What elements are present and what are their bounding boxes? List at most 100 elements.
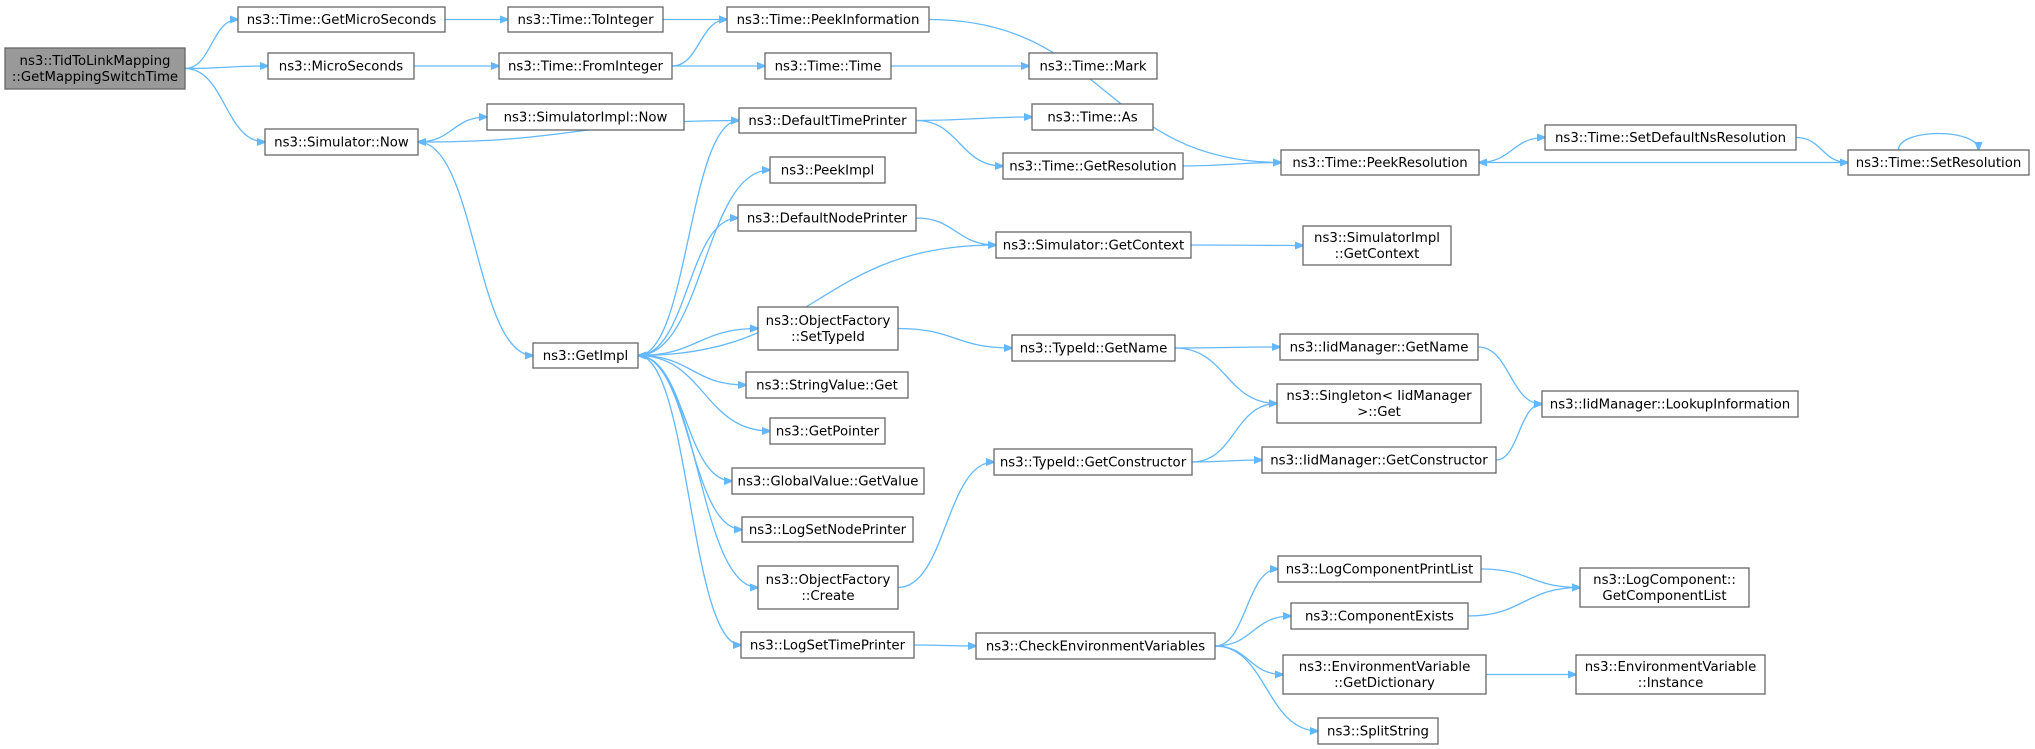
node-setdefns[interactable]: ns3::Time::SetDefaultNsResolution bbox=[1544, 124, 1797, 151]
node-logcpl[interactable]: ns3::LogComponentPrintList bbox=[1277, 555, 1482, 583]
node-fromint[interactable]: ns3::Time::FromInteger bbox=[498, 52, 673, 80]
node-getres[interactable]: ns3::Time::GetResolution bbox=[1002, 152, 1184, 180]
node-box[interactable] bbox=[1277, 555, 1482, 583]
node-microsec[interactable]: ns3::MicroSeconds bbox=[267, 52, 415, 80]
node-box[interactable] bbox=[1575, 654, 1766, 695]
node-box[interactable] bbox=[995, 231, 1192, 259]
node-implgetctx[interactable]: ns3::SimulatorImpl::GetContext bbox=[1302, 225, 1452, 266]
node-gvget[interactable]: ns3::GlobalValue::GetValue bbox=[731, 467, 925, 495]
node-box[interactable] bbox=[741, 516, 914, 543]
node-box[interactable] bbox=[1317, 717, 1439, 745]
node-box[interactable] bbox=[1282, 654, 1487, 695]
node-box[interactable] bbox=[738, 107, 917, 134]
node-tidgetctor[interactable]: ns3::TypeId::GetConstructor bbox=[993, 448, 1193, 476]
node-label: ns3::Time::SetResolution bbox=[1856, 156, 2022, 171]
node-box[interactable] bbox=[740, 631, 915, 659]
edge-root-to-simnow bbox=[184, 67, 265, 143]
node-timetime[interactable]: ns3::Time::Time bbox=[764, 52, 892, 80]
node-box[interactable] bbox=[1847, 149, 2030, 176]
node-box[interactable] bbox=[1579, 567, 1750, 608]
node-box[interactable] bbox=[1544, 124, 1797, 151]
node-mark[interactable]: ns3::Time::Mark bbox=[1028, 52, 1158, 80]
node-getptr[interactable]: ns3::GetPointer bbox=[769, 417, 886, 445]
edge-deftp-to-getres bbox=[915, 119, 1003, 167]
node-tidgetname[interactable]: ns3::TypeId::GetName bbox=[1011, 334, 1176, 362]
node-getmicro[interactable]: ns3::Time::GetMicroSeconds bbox=[237, 6, 446, 33]
node-box[interactable] bbox=[267, 52, 415, 80]
node-as[interactable]: ns3::Time::As bbox=[1031, 103, 1154, 131]
node-box[interactable] bbox=[993, 448, 1193, 476]
node-simnow[interactable]: ns3::Simulator::Now bbox=[264, 128, 419, 156]
node-label: ns3::GetImpl bbox=[543, 349, 628, 364]
node-getimpl[interactable]: ns3::GetImpl bbox=[532, 342, 639, 369]
node-iidgetname[interactable]: ns3::IidManager::GetName bbox=[1279, 333, 1479, 361]
edge-fromint-to-peekinfo bbox=[671, 20, 727, 67]
node-iidgetctor[interactable]: ns3::IidManager::GetConstructor bbox=[1261, 446, 1497, 474]
edges-layer bbox=[184, 20, 1979, 732]
node-box[interactable] bbox=[769, 156, 886, 184]
node-checkenv[interactable]: ns3::CheckEnvironmentVariables bbox=[975, 632, 1216, 660]
node-label: ns3::LogSetTimePrinter bbox=[750, 639, 906, 654]
node-box[interactable] bbox=[507, 6, 664, 33]
node-peekres[interactable]: ns3::Time::PeekResolution bbox=[1280, 149, 1480, 176]
node-box[interactable] bbox=[1541, 390, 1799, 418]
node-box[interactable] bbox=[1028, 52, 1158, 80]
edge-setdefns-to-setres bbox=[1795, 136, 1848, 163]
node-box[interactable] bbox=[764, 52, 892, 80]
node-label: ns3::StringValue::Get bbox=[756, 379, 898, 394]
node-box[interactable] bbox=[237, 6, 446, 33]
node-strget[interactable]: ns3::StringValue::Get bbox=[745, 371, 909, 399]
node-box[interactable] bbox=[745, 371, 909, 399]
edge-getres-to-peekres bbox=[1182, 163, 1281, 167]
node-label: ns3::LogComponent:: bbox=[1593, 573, 1736, 588]
node-box[interactable] bbox=[1279, 333, 1479, 361]
node-root[interactable]: ns3::TidToLinkMapping::GetMappingSwitchT… bbox=[4, 47, 186, 90]
node-label: GetComponentList bbox=[1602, 589, 1726, 604]
node-box[interactable] bbox=[1290, 602, 1469, 630]
edge-getimpl-to-getptr bbox=[637, 354, 770, 432]
node-box[interactable] bbox=[731, 467, 925, 495]
node-lcgetlist[interactable]: ns3::LogComponent::GetComponentList bbox=[1579, 567, 1750, 608]
node-envinst[interactable]: ns3::EnvironmentVariable::Instance bbox=[1575, 654, 1766, 695]
node-box[interactable] bbox=[726, 6, 930, 33]
node-box[interactable] bbox=[532, 342, 639, 369]
edge-getimpl-to-peekimpl bbox=[637, 170, 770, 357]
node-peekinfo[interactable]: ns3::Time::PeekInformation bbox=[726, 6, 930, 33]
node-box[interactable] bbox=[757, 565, 899, 610]
node-ofcreate[interactable]: ns3::ObjectFactory::Create bbox=[757, 565, 899, 610]
node-simgetctx[interactable]: ns3::Simulator::GetContext bbox=[995, 231, 1192, 259]
node-box[interactable] bbox=[769, 417, 886, 445]
node-compexists[interactable]: ns3::ComponentExists bbox=[1290, 602, 1469, 630]
node-ofsettype[interactable]: ns3::ObjectFactory::SetTypeId bbox=[757, 306, 899, 351]
node-box[interactable] bbox=[1280, 149, 1480, 176]
edge-checkenv-to-splitstr bbox=[1214, 645, 1318, 731]
node-box[interactable] bbox=[1302, 225, 1452, 266]
node-envgetdict[interactable]: ns3::EnvironmentVariable::GetDictionary bbox=[1282, 654, 1487, 695]
node-box[interactable] bbox=[1261, 446, 1497, 474]
node-peekimpl[interactable]: ns3::PeekImpl bbox=[769, 156, 886, 184]
node-box[interactable] bbox=[1011, 334, 1176, 362]
node-box[interactable] bbox=[1031, 103, 1154, 131]
node-box[interactable] bbox=[1276, 383, 1482, 424]
node-implnow[interactable]: ns3::SimulatorImpl::Now bbox=[486, 103, 685, 131]
edge-logcpl-to-lcgetlist bbox=[1480, 568, 1580, 588]
node-box[interactable] bbox=[264, 128, 419, 156]
node-defnp[interactable]: ns3::DefaultNodePrinter bbox=[737, 204, 917, 232]
node-setres[interactable]: ns3::Time::SetResolution bbox=[1847, 149, 2030, 176]
node-deftp[interactable]: ns3::DefaultTimePrinter bbox=[738, 107, 917, 134]
node-box[interactable] bbox=[1002, 152, 1184, 180]
node-box[interactable] bbox=[757, 306, 899, 351]
node-box[interactable] bbox=[4, 47, 186, 90]
node-box[interactable] bbox=[498, 52, 673, 80]
node-tointeger[interactable]: ns3::Time::ToInteger bbox=[507, 6, 664, 33]
node-splitstr[interactable]: ns3::SplitString bbox=[1317, 717, 1439, 745]
node-logsnp[interactable]: ns3::LogSetNodePrinter bbox=[741, 516, 914, 543]
edge-tidgetname-to-singleton bbox=[1174, 347, 1277, 404]
node-box[interactable] bbox=[486, 103, 685, 131]
node-box[interactable] bbox=[975, 632, 1216, 660]
node-singleton[interactable]: ns3::Singleton< IidManager >::Get bbox=[1276, 383, 1482, 424]
node-label: ns3::LogComponentPrintList bbox=[1286, 563, 1474, 578]
node-iidlookup[interactable]: ns3::IidManager::LookupInformation bbox=[1541, 390, 1799, 418]
node-logstp[interactable]: ns3::LogSetTimePrinter bbox=[740, 631, 915, 659]
node-box[interactable] bbox=[737, 204, 917, 232]
